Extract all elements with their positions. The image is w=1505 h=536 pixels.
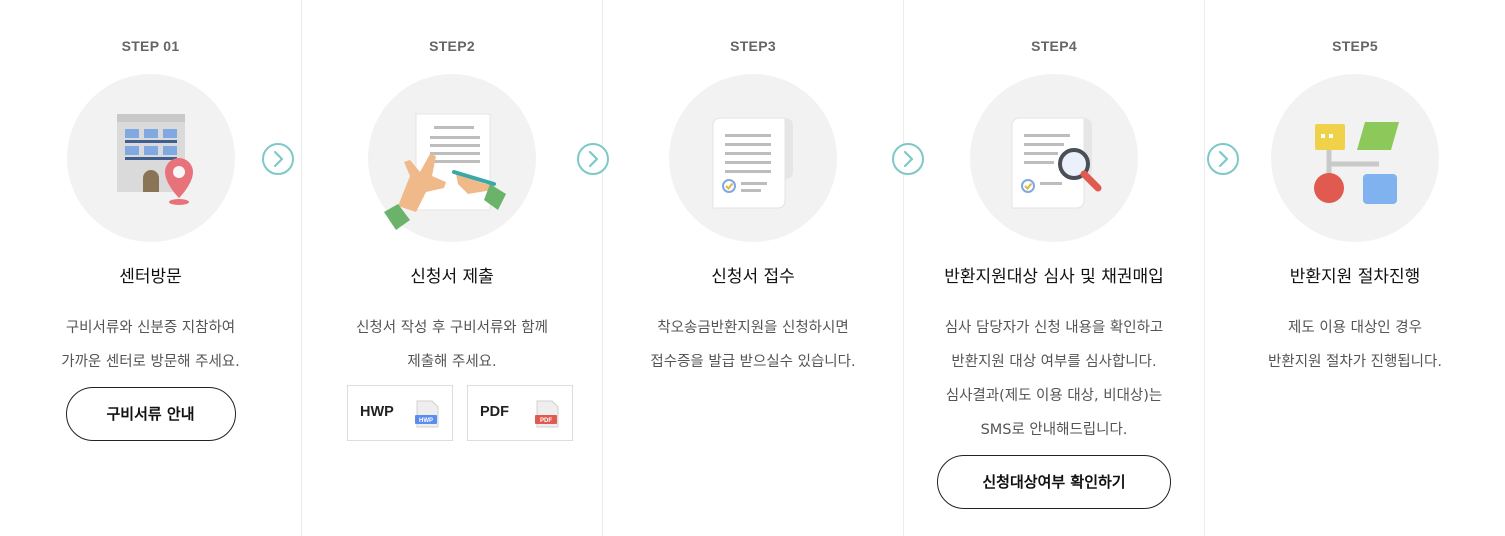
description-line: 제도 이용 대상인 경우: [1288, 320, 1422, 336]
step-1: STEP 01 센터방문 구비서류와 신분증 지참하여 가: [0, 0, 301, 536]
chevron-right-circle-icon: [577, 143, 609, 175]
download-label: HWP: [360, 404, 394, 420]
process-flow-icon: [1314, 122, 1399, 204]
step-description: 신청서 작성 후 구비서류와 함께 제출해 주세요.: [302, 311, 602, 379]
step-description: 제도 이용 대상인 경우 반환지원 절차가 진행됩니다.: [1205, 311, 1505, 379]
description-line: 착오송금반환지원을 신청하시면: [657, 320, 849, 336]
step-title: 신청서 제출: [410, 267, 494, 287]
file-badge-text: PDF: [540, 418, 552, 424]
step-4: STEP4 반환지원대상 심사 및 채권매입 심사 담당자가 신청 내용을 확인…: [903, 0, 1204, 536]
document-review-icon: [1011, 117, 1102, 209]
download-label: PDF: [480, 404, 509, 420]
step-description: 착오송금반환지원을 신청하시면 접수증을 발급 받으실수 있습니다.: [603, 311, 903, 379]
step-3: STEP3 신청서 접수 착오송금반환지원을 신청하시면 접수증을 발급 받으실…: [602, 0, 903, 536]
description-line: 반환지원 대상 여부를 심사합니다.: [951, 354, 1157, 370]
step-label: STEP 01: [121, 38, 180, 54]
step-title: 신청서 접수: [711, 267, 795, 287]
step-illustration: [669, 74, 837, 242]
pdf-file-icon: PDF: [535, 400, 559, 428]
step-illustration: [1271, 74, 1439, 242]
chevron-right-circle-icon: [1207, 143, 1239, 175]
hwp-file-icon: HWP: [415, 400, 439, 428]
step-title: 반환지원 절차진행: [1289, 267, 1421, 287]
description-line: SMS로 안내해드립니다.: [980, 422, 1128, 438]
step-2: STEP2 신청서 제출 신청서 작성 후 구비서류와 함께 제출해 주세요.: [301, 0, 602, 536]
description-line: 심사 담당자가 신청 내용을 확인하고: [944, 320, 1164, 336]
check-eligibility-button[interactable]: 신청대상여부 확인하기: [937, 455, 1171, 509]
chevron-right-circle-icon: [262, 143, 294, 175]
step-title: 센터방문: [119, 267, 182, 287]
description-line: 제출해 주세요.: [407, 354, 497, 370]
step-title: 반환지원대상 심사 및 채권매입: [944, 267, 1164, 287]
building-location-icon: [116, 114, 193, 205]
pdf-download-button[interactable]: PDF PDF: [467, 385, 573, 441]
hwp-download-button[interactable]: HWP HWP: [347, 385, 453, 441]
step-description: 심사 담당자가 신청 내용을 확인하고 반환지원 대상 여부를 심사합니다. 심…: [904, 311, 1204, 447]
step-description: 구비서류와 신분증 지참하여 가까운 센터로 방문해 주세요.: [0, 311, 301, 379]
description-line: 심사결과(제도 이용 대상, 비대상)는: [945, 388, 1163, 404]
step-illustration: [970, 74, 1138, 242]
step-label: STEP5: [1332, 38, 1378, 54]
step-label: STEP2: [429, 38, 475, 54]
documents-guide-button[interactable]: 구비서류 안내: [65, 387, 236, 441]
description-line: 반환지원 절차가 진행됩니다.: [1268, 354, 1442, 370]
signing-document-icon: [384, 113, 506, 230]
description-line: 구비서류와 신분증 지참하여: [65, 320, 236, 336]
step-illustration: [66, 74, 235, 242]
description-line: 신청서 작성 후 구비서류와 함께: [356, 320, 548, 336]
description-line: 접수증을 발급 받으실수 있습니다.: [650, 354, 856, 370]
step-label: STEP3: [730, 38, 776, 54]
description-line: 가까운 센터로 방문해 주세요.: [61, 354, 240, 370]
step-5: STEP5 반환지원 절차진행 제도 이용 대상인 경우 반환지원 절차가 진행…: [1204, 0, 1505, 536]
step-illustration: [368, 74, 536, 242]
step-label: STEP4: [1031, 38, 1077, 54]
chevron-right-circle-icon: [892, 143, 924, 175]
document-received-icon: [712, 117, 793, 209]
file-badge-text: HWP: [419, 418, 433, 424]
